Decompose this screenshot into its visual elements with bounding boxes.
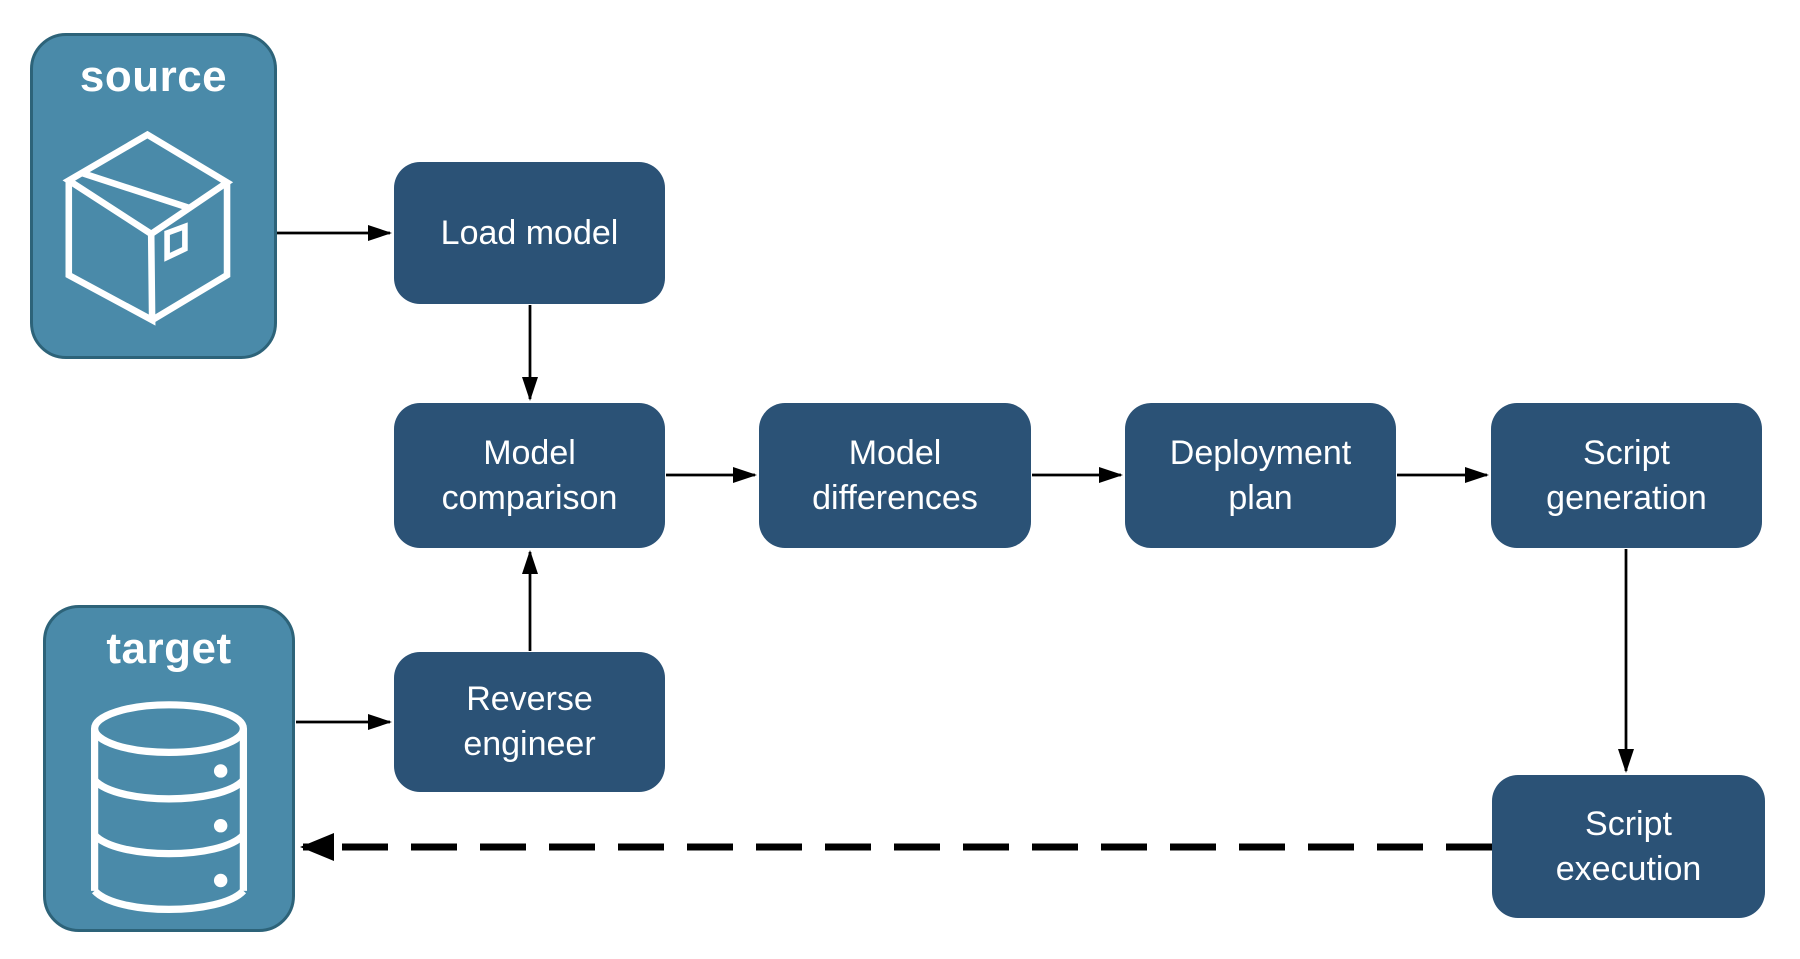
node-script-generation: Script generation bbox=[1491, 403, 1762, 548]
reverse-engineer-label: Reverse engineer bbox=[463, 680, 596, 763]
deployment-plan-label: Deployment plan bbox=[1169, 433, 1352, 517]
load-model-label: Load model bbox=[440, 213, 619, 252]
model-differences-label: Model differences bbox=[812, 433, 978, 517]
node-deployment-plan: Deployment plan bbox=[1125, 403, 1396, 548]
node-source: source bbox=[30, 33, 277, 359]
node-reverse-engineer: Reverse engineer bbox=[394, 652, 665, 792]
node-script-execution: Script execution bbox=[1492, 775, 1765, 918]
database-icon bbox=[76, 682, 262, 925]
node-model-comparison: Model comparison bbox=[394, 403, 665, 548]
model-comparison-label: Model comparison bbox=[441, 433, 618, 517]
package-icon bbox=[51, 110, 257, 326]
script-execution-label: Script execution bbox=[1555, 804, 1702, 888]
node-load-model: Load model bbox=[394, 162, 665, 304]
script-generation-label: Script generation bbox=[1546, 433, 1707, 517]
node-model-differences: Model differences bbox=[759, 403, 1031, 548]
target-label: target bbox=[106, 624, 232, 673]
node-target: target bbox=[43, 605, 295, 932]
source-label: source bbox=[79, 52, 228, 101]
